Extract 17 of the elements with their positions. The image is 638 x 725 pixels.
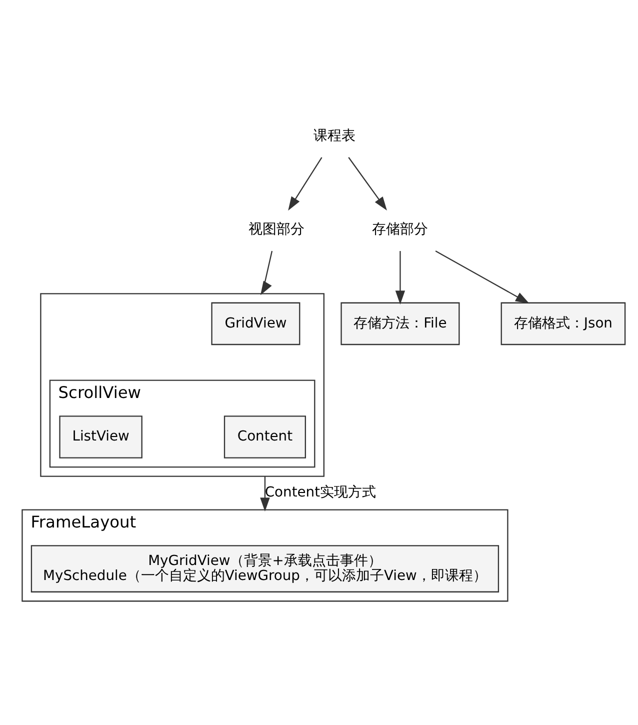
node-box: ListView — [59, 415, 142, 458]
node-box: Content — [224, 415, 306, 458]
node-text: 课程表 — [313, 128, 356, 144]
node-box: 存储方法：File — [340, 302, 460, 345]
cluster — [40, 292, 324, 476]
node-text: 存储部分 — [372, 221, 428, 238]
node-box: 存储格式：Json — [500, 302, 626, 345]
arrow — [435, 250, 530, 304]
node-text: 视图部分 — [248, 221, 305, 238]
arrow — [260, 250, 273, 295]
arrow — [288, 156, 322, 210]
arrow — [348, 156, 387, 210]
node-box: GridView — [211, 302, 300, 345]
arrow — [260, 476, 270, 512]
arrow — [395, 250, 406, 304]
node-box: MyGridView（背景+承载点击事件） MySchedule（一个自定义的ViewGroup，可以添加子View，即课程） — [30, 544, 500, 592]
edge-label: Content实现方式 — [264, 484, 376, 500]
